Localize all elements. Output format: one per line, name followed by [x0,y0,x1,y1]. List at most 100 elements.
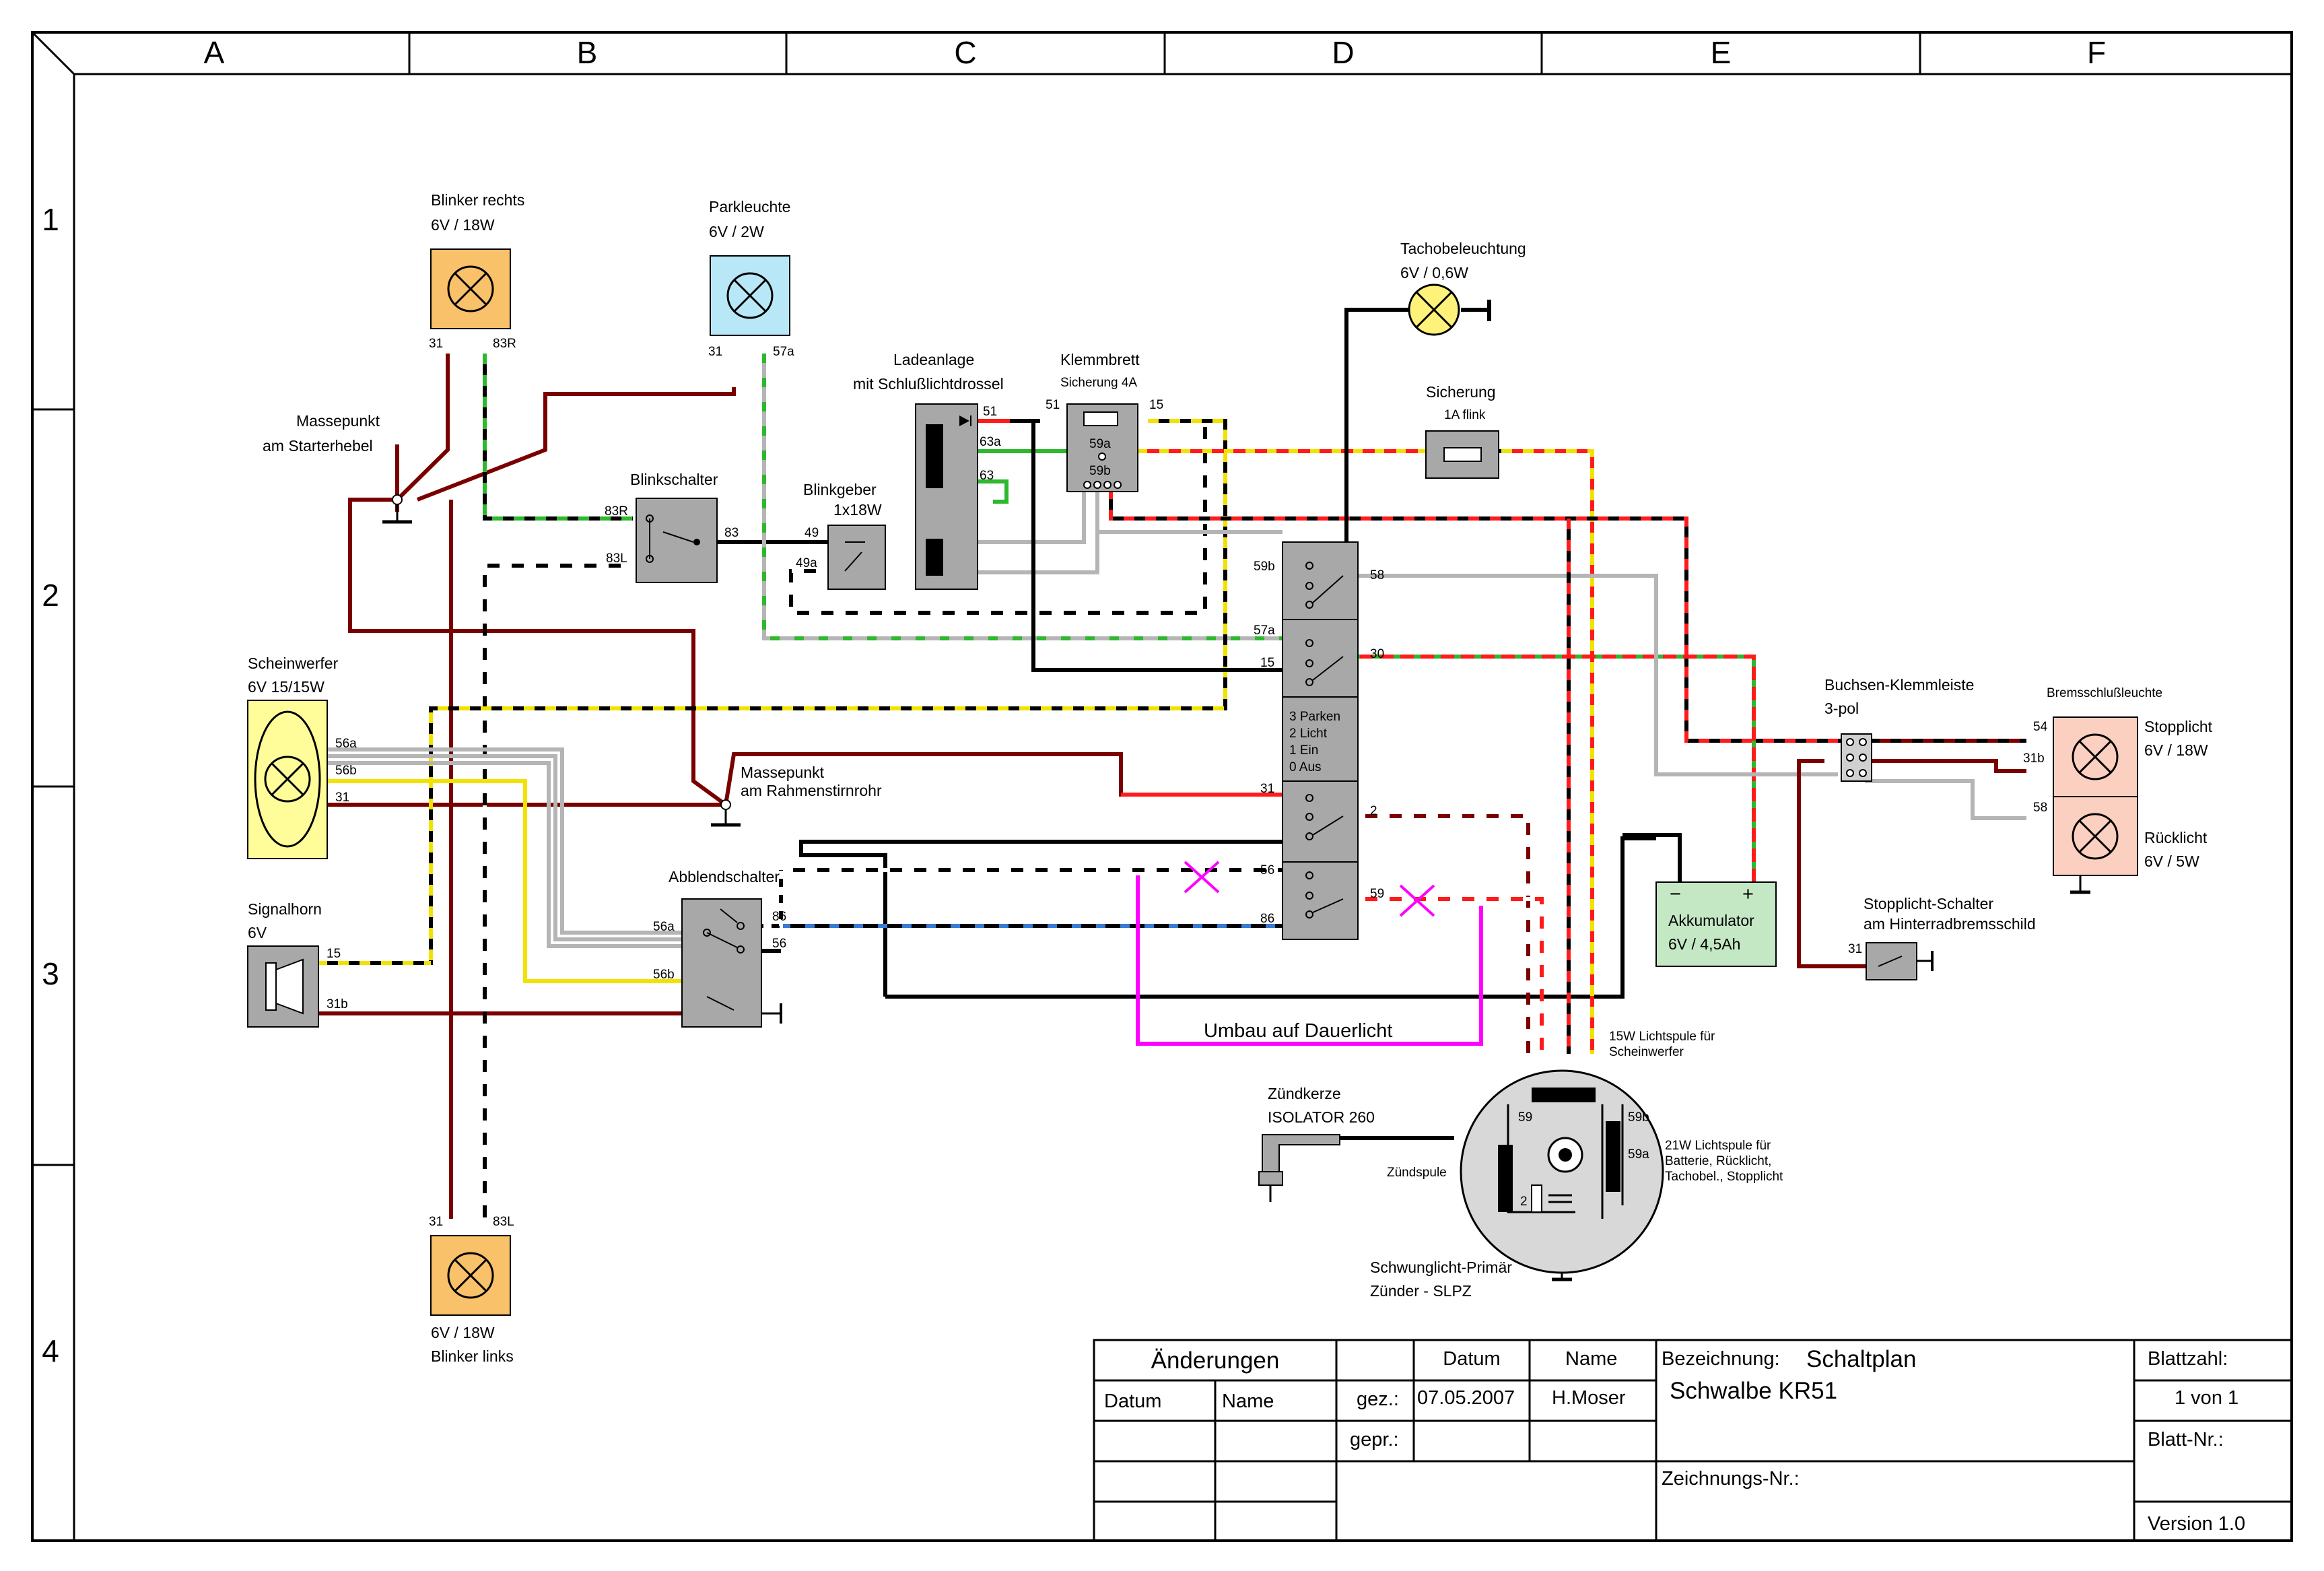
ladeanlage-line1: Ladeanlage [893,351,974,368]
blinkschalter-pin-83: 83 [724,526,739,540]
signalhorn-pin-31b: 31b [327,997,348,1011]
slpz-line1: Schwunglicht-Primär [1370,1259,1512,1276]
tb-gez-name: H.Moser [1552,1387,1626,1409]
scheinwerfer-lamp [247,700,328,859]
tb-gepr-label: gepr.: [1350,1429,1399,1450]
massepunkt-rahmen-line2: am Rahmenstirnrohr [741,782,882,799]
abblendschalter-pin-86: 86 [772,910,786,924]
tb-bezeichnung: Schaltplan [1806,1346,1916,1372]
klemmbrett-pin-51: 51 [1046,398,1060,412]
parkleuchte-pin-57a: 57a [773,345,794,359]
signalhorn-rating: 6V [248,924,267,941]
drawing-frame [31,31,2293,1542]
scheinwerfer-pin-56a: 56a [335,737,357,751]
slpz-pin-59: 59 [1518,1110,1532,1125]
blinker-links-lamp [430,1235,511,1316]
zuendschloss-legend-1: 1 Ein [1289,743,1318,758]
tb-gez-date: 07.05.2007 [1417,1387,1515,1409]
klemmbrett-pin-59a: 59a [1089,437,1111,451]
akkumulator-plus: + [1742,883,1754,905]
tb-bezeichnung-label: Bezeichnung: [1662,1348,1780,1370]
stopplicht-schalter-switch [1866,942,1934,980]
row-label-2: 2 [42,578,59,613]
blinkschalter-switch [636,498,718,583]
bremsschlussleuchte-rueck: Rücklicht [2144,829,2208,846]
ground-symbol-starterhebel [382,494,412,524]
bremsschlussleuchte-stop: Stopplicht [2144,718,2213,735]
tachobeleuchtung-rating: 6V / 0,6W [1400,264,1468,281]
parkleuchte-name: Parkleuchte [709,198,790,215]
tb-datum-header: Datum [1443,1348,1500,1370]
sicherung-rating: 1A flink [1444,408,1486,422]
klemmbrett-name: Klemmbrett [1060,351,1140,368]
tb-version: Version 1.0 [2148,1513,2245,1535]
bremsschlussleuchte-name: Bremsschlußleuchte [2047,686,2162,700]
blinker-rechts-rating: 6V / 18W [431,216,495,234]
klemmbrett-pin-59b: 59b [1089,464,1111,478]
zuendkerze-line1: Zündkerze [1268,1085,1341,1102]
buchsen-klemmleiste-type: 3-pol [1824,700,1859,717]
parkleuchte-rating: 6V / 2W [709,223,764,240]
umbau-label: Umbau auf Dauerlicht [1204,1020,1392,1042]
slpz-pin-59a: 59a [1628,1147,1649,1162]
blinkgeber-relay [827,525,886,590]
tb-name-header: Name [1565,1348,1617,1370]
klemmbrett-fuse: Sicherung 4A [1060,376,1137,390]
bremsschlussleuchte-pin-31b: 31b [2023,751,2045,766]
zuendschloss-pin-31: 31 [1260,782,1274,796]
stopplicht-schalter-pin-31: 31 [1848,942,1862,956]
abblendschalter-pin-56: 56 [772,937,786,951]
scheinwerfer-name: Scheinwerfer [248,655,339,672]
blinkgeber-name: Blinkgeber [803,481,877,498]
slpz-pin-2: 2 [1520,1195,1528,1209]
tachobeleuchtung-lamp [1408,283,1460,336]
blinker-rechts-lamp [430,248,511,329]
zuendschloss-pin-86: 86 [1260,912,1274,926]
massepunkt-starter-line2: am Starterhebel [263,437,373,455]
tb-blatt-nr: Blatt-Nr.: [2148,1429,2224,1450]
zuendkerze-line2: ISOLATOR 260 [1268,1108,1375,1126]
blinkgeber-pin-49: 49 [805,526,819,540]
row-label-4: 4 [42,1333,59,1368]
abblendschalter-pin-56b: 56b [653,968,675,982]
massepunkt-rahmen-line1: Massepunkt [741,764,825,781]
title-block-grid [1093,1339,2293,1542]
ladeanlage-unit [915,403,978,590]
zuendschloss-pin-58: 58 [1370,568,1384,582]
ladeanlage-pin-63: 63 [980,469,994,483]
lichtspule21-line3: Tachobel., Stopplicht [1665,1170,1783,1184]
dauerlicht-cross-marks [1184,861,1435,917]
signalhorn-horn [247,945,319,1028]
massepunkt-starter-line1: Massepunkt [296,412,380,430]
akkumulator-name: Akkumulator [1668,912,1754,929]
ground-symbol-rahmen [711,799,741,827]
blinker-rechts-pin-31: 31 [429,337,443,351]
stopplicht-schalter-line1: Stopplicht-Schalter [1864,895,1993,912]
ladeanlage-pin-63a: 63a [980,435,1001,449]
klemmbrett-terminal [1066,403,1138,492]
wires [316,300,2026,1219]
tb-zeichnungs-nr: Zeichnungs-Nr.: [1662,1468,1800,1490]
blinker-rechts-name: Blinker rechts [431,191,524,209]
bremsschlussleuchte-pin-58: 58 [2033,801,2047,815]
zuendschloss-legend-0: 0 Aus [1289,760,1322,774]
column-label-c: C [954,35,976,70]
blinker-links-name: Blinker links [431,1347,514,1365]
ladeanlage-line2: mit Schlußlichtdrossel [853,375,1004,393]
blinker-links-pin-31: 31 [429,1215,443,1229]
signalhorn-pin-15: 15 [327,947,341,961]
column-label-d: D [1332,35,1354,70]
bremsschlussleuchte-lamp [2053,716,2138,894]
scheinwerfer-pin-56b: 56b [335,764,357,778]
lichtspule21-line2: Batterie, Rücklicht, [1665,1154,1771,1168]
stopplicht-schalter-line2: am Hinterradbremsschild [1864,915,2036,933]
bremsschlussleuchte-stop-rating: 6V / 18W [2144,741,2208,759]
zuendschloss-pin-57a: 57a [1254,624,1275,638]
zuendschloss-legend-2: 2 Licht [1289,727,1328,741]
buchsen-klemmleiste-connector [1841,733,1872,782]
tb-subtitle: Schwalbe KR51 [1670,1378,1837,1404]
blinkschalter-pin-83l: 83L [606,551,627,566]
ladeanlage-pin-51: 51 [983,405,997,419]
lichtspule15-line2: Scheinwerfer [1609,1045,1684,1059]
